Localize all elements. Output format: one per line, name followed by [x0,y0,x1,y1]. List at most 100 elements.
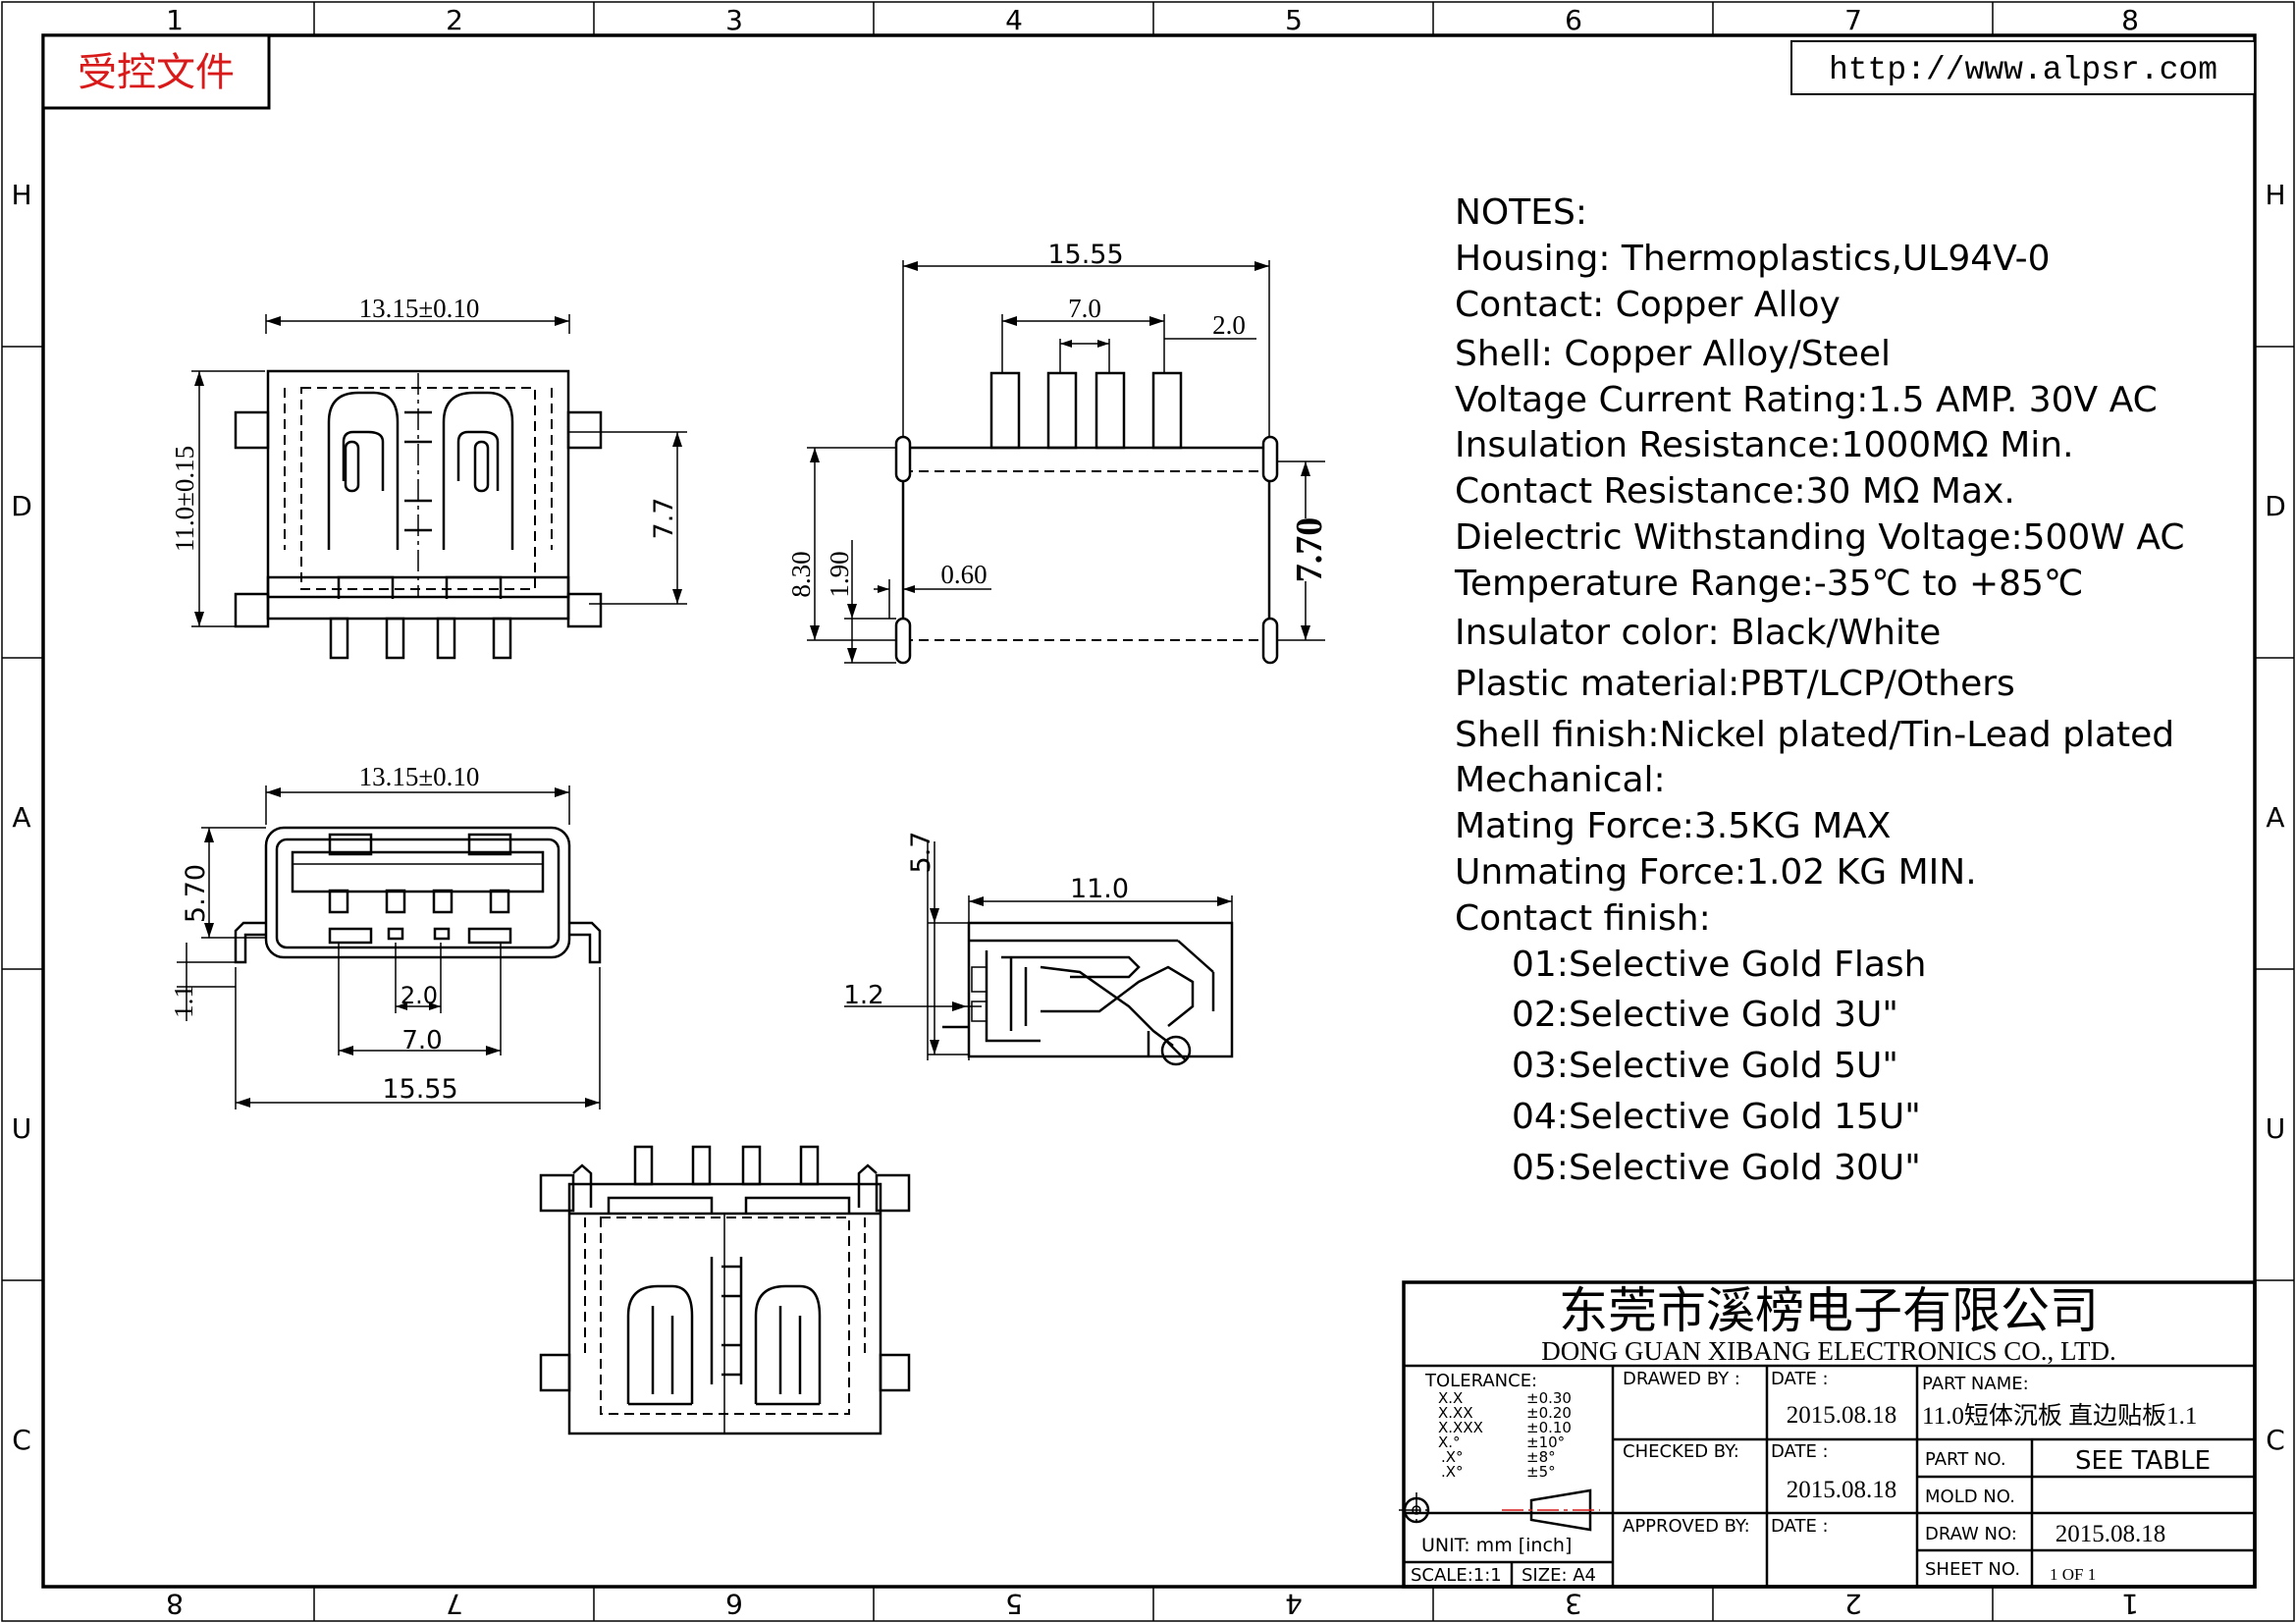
grid-bottom-number: 8 [166,1588,184,1620]
tolerance-value: ±5° [1526,1463,1556,1481]
finish-option: 01:Selective Gold Flash [1512,945,1926,985]
dim-side-830: 8.30 [786,551,816,597]
sheet-no-label: SHEET NO. [1925,1559,2020,1580]
note-line: Voltage Current Rating:1.5 AMP. 30V AC [1455,380,2158,420]
projection-symbol-icon [1399,1488,1600,1532]
part-name-value: 11.0短体沉板 直边贴板1.1 [1922,1402,2197,1430]
dim-front-foot: 1.1 [169,985,198,1018]
dim-top-width: 13.15±0.10 [359,294,480,323]
tolerance-value: ±8° [1526,1448,1556,1466]
dim-side-overall: 15.55 [1047,240,1123,270]
notes-block: NOTES: Housing: Thermoplastics,UL94V-0 C… [1454,192,2184,1188]
date-label: DATE : [1771,1441,1829,1462]
grid-top-number: 2 [446,4,463,36]
tolerance-value: ±0.20 [1526,1404,1572,1422]
notes-heading: NOTES: [1455,192,1587,233]
tolerance-value: ±0.10 [1526,1419,1572,1436]
tolerance-format: X.XXX [1438,1419,1483,1436]
tolerance-value: ±10° [1526,1434,1565,1451]
tolerance-format: .X° [1441,1448,1464,1466]
section-view: 5.7 11.0 1.2 [843,832,1234,1066]
grid-side-letter: H [2265,179,2285,211]
grid-top-number: 4 [1005,4,1023,36]
top-view: 13.15±0.10 11.0±0.15 7.7 [170,294,687,660]
website-url: http://www.alpsr.com [1829,52,2217,88]
company-name-cn: 东莞市溪榜电子有限公司 [1559,1283,2099,1338]
grid-bottom-number: 7 [446,1588,463,1620]
sheet-no-value: 1 OF 1 [2050,1565,2096,1584]
finish-option: 05:Selective Gold 30U" [1512,1148,1921,1188]
company-name-en: DONG GUAN XIBANG ELECTRONICS CO., LTD. [1541,1336,2116,1366]
side-view: 15.55 7.0 2.0 8.30 [786,240,1330,665]
grid-bottom-number: 1 [2121,1588,2139,1620]
finish-option: 03:Selective Gold 5U" [1512,1046,1898,1086]
grid-bottom-number: 5 [1005,1588,1023,1620]
date-checked: 2015.08.18 [1787,1477,1897,1503]
drawn-by-label: DRAWED BY : [1623,1369,1740,1389]
grid-side-letter: H [11,179,31,211]
note-line: Housing: Thermoplastics,UL94V-0 [1455,239,2051,279]
grid-top-number: 5 [1285,4,1303,36]
grid-side-letter: C [12,1424,31,1456]
stamp-text: 受控文件 [78,50,235,95]
dim-section-length: 11.0 [1070,874,1129,904]
dim-front-pitch: 2.0 [400,982,438,1009]
dim-section-offset: 1.2 [843,981,883,1010]
dim-side-pitch: 2.0 [1212,310,1246,340]
bottom-view [539,1145,911,1435]
tolerance-format: .X° [1441,1463,1464,1481]
mold-no-label: MOLD NO. [1925,1487,2015,1507]
date-label: DATE : [1771,1369,1829,1389]
grid-side-letter: D [11,490,32,522]
note-line: Temperature Range:-35℃ to +85℃ [1454,564,2083,604]
grid-top-number: 1 [166,4,184,36]
website-box: http://www.alpsr.com [1790,40,2256,95]
tolerance-format: X.° [1438,1434,1461,1451]
grid-side-letter: D [2265,490,2286,522]
grid-side-letter: A [12,801,30,834]
note-line: Mating Force:3.5KG MAX [1455,806,1891,846]
part-no-value: SEE TABLE [2075,1446,2211,1476]
part-no-label: PART NO. [1925,1449,2006,1470]
note-line: Unmating Force:1.02 KG MIN. [1455,852,1977,893]
title-block: 东莞市溪榜电子有限公司 DONG GUAN XIBANG ELECTRONICS… [1399,1280,2257,1589]
note-line: Contact Resistance:30 MΩ Max. [1455,471,2015,512]
date-label: DATE : [1771,1516,1829,1537]
dim-top-inner: 7.7 [649,498,679,540]
dim-side-slot: 0.60 [940,560,987,589]
note-line: Contact: Copper Alloy [1455,285,1841,325]
grid-side-letter: U [12,1112,32,1145]
dim-side-190: 1.90 [825,551,854,597]
note-line: Shell: Copper Alloy/Steel [1455,334,1891,374]
finish-option: 02:Selective Gold 3U" [1512,995,1898,1035]
controlled-document-stamp: 受控文件 [41,33,271,110]
front-view: 13.15±0.10 5.70 1.1 2.0 [169,762,602,1109]
note-line: Contact finish: [1455,898,1711,939]
finish-option: 04:Selective Gold 15U" [1512,1097,1921,1137]
dim-front-height: 5.70 [181,864,211,923]
grid-top-number: 6 [1565,4,1582,36]
grid-bottom-number: 6 [725,1588,743,1620]
note-line: Plastic material:PBT/LCP/Others [1455,664,2015,704]
grid-bottom-number: 2 [1844,1588,1862,1620]
scale-label: SCALE:1:1 [1411,1565,1502,1586]
unit-label: UNIT: mm [inch] [1421,1535,1572,1556]
grid-side-letter: C [2266,1424,2285,1456]
note-line: Dielectric Withstanding Voltage:500W AC [1455,517,2184,558]
note-line: Mechanical: [1455,760,1666,800]
draw-no-label: DRAW NO: [1925,1524,2017,1544]
date-drawn: 2015.08.18 [1787,1402,1897,1429]
size-label: SIZE: A4 [1522,1565,1596,1586]
grid-top-number: 3 [725,4,743,36]
tolerance-format: X.X [1438,1389,1463,1407]
note-line: Shell finish:Nickel plated/Tin-Lead plat… [1455,715,2174,755]
dim-side-770: 7.70 [1289,517,1330,583]
tolerance-format: X.XX [1438,1404,1473,1422]
dim-section-height: 5.7 [906,832,936,874]
grid-top-number: 8 [2121,4,2139,36]
note-line: Insulation Resistance:1000MΩ Min. [1455,425,2074,465]
part-name-label: PART NAME: [1922,1374,2029,1394]
